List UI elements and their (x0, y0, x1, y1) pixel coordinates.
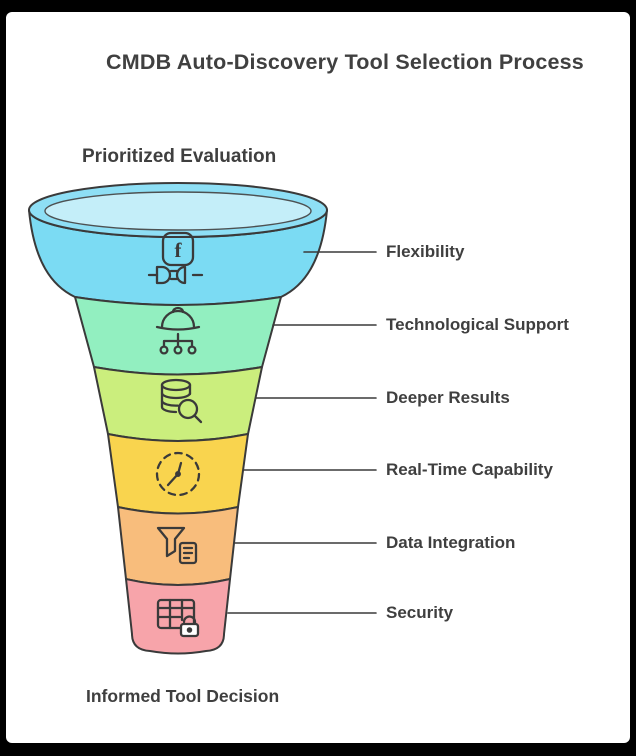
level-label-flexibility: Flexibility (386, 242, 465, 261)
svg-text:f: f (175, 238, 183, 262)
page-title: CMDB Auto-Discovery Tool Selection Proce… (106, 50, 584, 74)
facebook-plug-icon: f (147, 231, 204, 285)
funnel-caption: Informed Tool Decision (86, 686, 280, 706)
level-label-technological-support: Technological Support (386, 315, 569, 334)
level-label-security: Security (386, 603, 454, 622)
funnel-level-3 (93, 366, 263, 442)
funnel-mouth-inner (44, 191, 312, 231)
funnel-level-5 (117, 506, 239, 586)
realtime-clock-icon (155, 451, 201, 497)
funnel-heading: Prioritized Evaluation (82, 146, 277, 167)
database-search-icon (160, 378, 203, 424)
level-label-data-integration: Data Integration (386, 533, 516, 552)
level-label-real-time-capability: Real-Time Capability (386, 460, 553, 479)
filter-document-icon (156, 526, 198, 565)
table-lock-icon (156, 598, 200, 638)
level-label-deeper-results: Deeper Results (386, 388, 510, 407)
engineer-network-icon (155, 306, 201, 355)
